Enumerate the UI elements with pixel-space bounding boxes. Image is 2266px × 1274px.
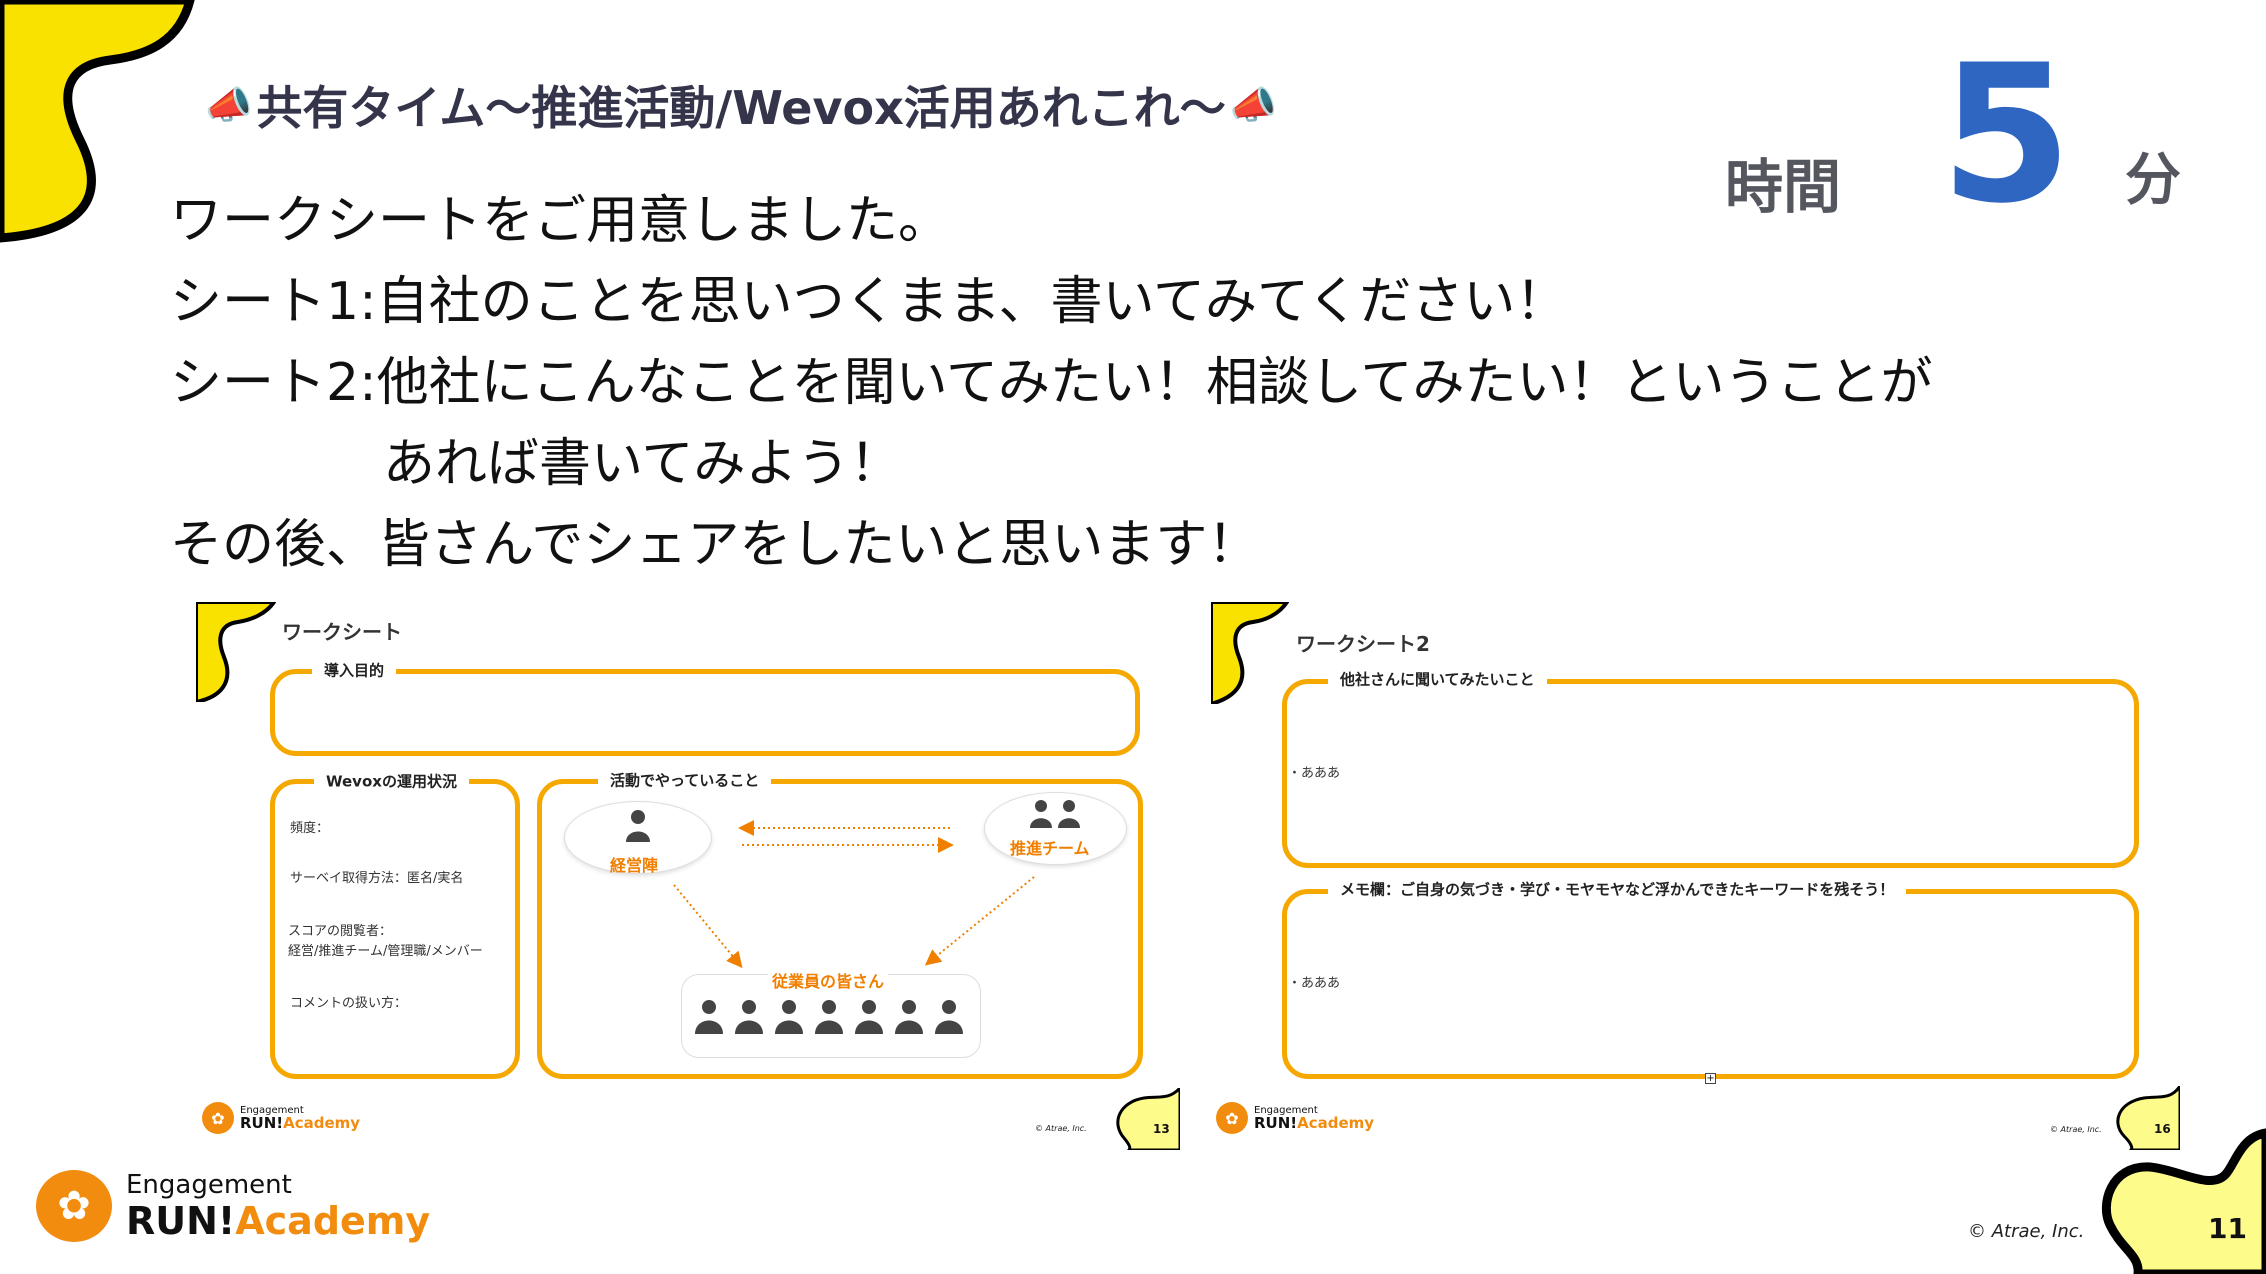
promo-team-bubble bbox=[984, 792, 1127, 865]
management-label: 経営陣 bbox=[610, 856, 659, 875]
decorative-blob bbox=[0, 0, 195, 243]
timer-unit: 分 bbox=[2125, 148, 2181, 213]
questions-label: 他社さんに聞いてみたいこと bbox=[1328, 668, 1547, 690]
slide-title: 📣 共有タイム〜推進活動/Wevox活用あれこれ〜 📣 bbox=[205, 72, 1277, 138]
manager-person-icon bbox=[626, 810, 650, 842]
instruction-line: ワークシートをご用意しました。 bbox=[170, 191, 951, 251]
memo-text: ・あああ bbox=[1288, 976, 1341, 991]
decorative-blob bbox=[2116, 1086, 2180, 1150]
activities-box bbox=[537, 779, 1143, 1079]
employee-people-icons bbox=[695, 1000, 963, 1034]
activities-label: 活動でやっていること bbox=[598, 769, 772, 791]
slide-title-text: 共有タイム〜推進活動/Wevox活用あれこれ〜 bbox=[256, 81, 1226, 135]
brand-logo: ✿ Engagement RUN!Academy bbox=[202, 1102, 360, 1134]
copyright: © Atrae, Inc. bbox=[2050, 1125, 2102, 1134]
logo-run: RUN! bbox=[1254, 1113, 1298, 1132]
decorative-blob bbox=[2101, 1128, 2266, 1274]
wevox-item: コメントの扱い方： bbox=[290, 996, 408, 1011]
worksheet2-thumbnail: ワークシート2 他社さんに聞いてみたいこと ・あああ メモ欄：ご自身の気づき・学… bbox=[1200, 590, 2180, 1150]
memo-box bbox=[1282, 889, 2139, 1079]
logo-mark-icon: ✿ bbox=[202, 1102, 234, 1134]
wevox-item: スコアの閲覧者： bbox=[288, 924, 393, 939]
copyright: © Atrae, Inc. bbox=[1035, 1124, 1087, 1133]
wevox-item: サーベイ取得方法：匿名/実名 bbox=[290, 871, 464, 886]
megaphone-icon: 📣 bbox=[1229, 82, 1278, 127]
person-icon bbox=[775, 1000, 803, 1034]
instruction-line: シート2:他社にこんなことを聞いてみたい！相談してみたい！ということが bbox=[170, 353, 1933, 413]
person-icon bbox=[735, 1000, 763, 1034]
logo-run: RUN! bbox=[240, 1113, 284, 1132]
decorative-blob bbox=[196, 602, 276, 702]
timer-label: 時間 bbox=[1725, 153, 1842, 221]
logo-engagement: Engagement bbox=[126, 1170, 292, 1200]
promo-team-label: 推進チーム bbox=[1010, 839, 1090, 858]
timer-value: 5 bbox=[1940, 24, 2073, 245]
team-people-icon bbox=[1030, 800, 1080, 828]
arrow-team-to-employees bbox=[924, 876, 1035, 966]
logo-engagement: Engagement bbox=[1254, 1104, 1318, 1116]
purpose-box bbox=[270, 669, 1140, 756]
logo-engagement: Engagement bbox=[240, 1104, 304, 1116]
worksheet1-thumbnail: ワークシート 導入目的 Wevoxの運用状況 頻度： サーベイ取得方法：匿名/実… bbox=[190, 590, 1180, 1150]
person-icon bbox=[855, 1000, 883, 1034]
page-number: 16 bbox=[2154, 1122, 2171, 1136]
instruction-line: あれば書いてみよう！ bbox=[383, 434, 902, 494]
instruction-line: その後、皆さんでシェアをしたいと思います！ bbox=[170, 515, 1260, 575]
footer-copyright: © Atrae, Inc. bbox=[1968, 1221, 2085, 1242]
brand-logo: ✿ Engagement RUN!Academy bbox=[1216, 1102, 1374, 1134]
logo-academy: Academy bbox=[235, 1199, 431, 1243]
resize-handle-icon[interactable]: + bbox=[1705, 1073, 1716, 1084]
relationship-arrows bbox=[673, 820, 1035, 969]
logo-mark-icon: ✿ bbox=[36, 1170, 112, 1242]
decorative-blob bbox=[1116, 1088, 1180, 1150]
logo-academy: Academy bbox=[1297, 1113, 1375, 1132]
instruction-line: シート1:自社のことを思いつくまま、書いてみてください！ bbox=[170, 272, 1568, 332]
logo-run: RUN! bbox=[126, 1199, 236, 1243]
employees-label: 従業員の皆さん bbox=[768, 968, 889, 992]
wevox-status-label: Wevoxの運用状況 bbox=[314, 770, 469, 792]
page-number: 11 bbox=[2208, 1212, 2247, 1245]
memo-label: メモ欄：ご自身の気づき・学び・モヤモヤなど浮かんできたキーワードを残そう！ bbox=[1328, 878, 1907, 900]
person-icon bbox=[815, 1000, 843, 1034]
brand-logo: ✿ Engagement RUN!Academy bbox=[36, 1170, 430, 1242]
logo-academy: Academy bbox=[283, 1113, 361, 1132]
purpose-label: 導入目的 bbox=[312, 659, 397, 681]
megaphone-icon: 📣 bbox=[205, 82, 253, 127]
person-icon bbox=[695, 1000, 723, 1034]
questions-text: ・あああ bbox=[1288, 766, 1341, 781]
worksheet-title: ワークシート bbox=[282, 620, 402, 644]
worksheet-title: ワークシート2 bbox=[1296, 632, 1430, 656]
arrow-management-to-employees bbox=[673, 884, 743, 969]
logo-mark-icon: ✿ bbox=[1216, 1102, 1248, 1134]
wevox-item: 頻度： bbox=[290, 821, 330, 836]
person-icon bbox=[935, 1000, 963, 1034]
wevox-item: 経営/推進チーム/管理職/メンバー bbox=[288, 944, 483, 959]
decorative-blob bbox=[1211, 602, 1289, 704]
questions-box bbox=[1282, 679, 2139, 868]
page-number: 13 bbox=[1153, 1122, 1170, 1136]
person-icon bbox=[895, 1000, 923, 1034]
